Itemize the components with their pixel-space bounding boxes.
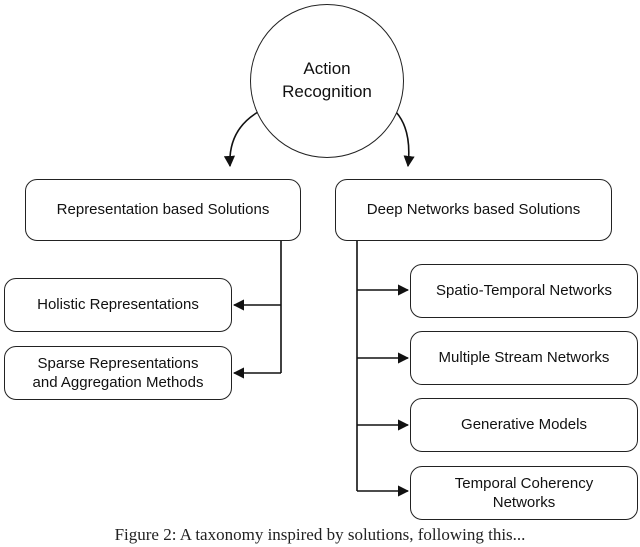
leaf-label: Temporal Coherency Networks <box>454 474 594 512</box>
leaf-spatio-temporal-networks: Spatio-Temporal Networks <box>410 264 638 318</box>
leaf-sparse-representations: Sparse Representations and Aggregation M… <box>4 346 232 400</box>
root-label: Action Recognition <box>282 59 372 101</box>
leaf-label: Generative Models <box>461 416 587 434</box>
category-deep-networks-based-solutions: Deep Networks based Solutions <box>335 179 612 241</box>
leaf-label: Sparse Representations and Aggregation M… <box>32 354 204 392</box>
leaf-temporal-coherency-networks: Temporal Coherency Networks <box>410 466 638 520</box>
category-label: Deep Networks based Solutions <box>366 201 581 219</box>
category-label: Representation based Solutions <box>56 201 270 219</box>
arrow-root-to-deep <box>395 111 415 168</box>
leaf-holistic-representations: Holistic Representations <box>4 278 232 332</box>
figure-caption: Figure 2: A taxonomy inspired by solutio… <box>114 525 526 544</box>
category-representation-based-solutions: Representation based Solutions <box>25 179 301 241</box>
arrow-root-to-representation <box>223 111 259 168</box>
root-node-action-recognition: Action Recognition <box>250 4 404 158</box>
leaf-generative-models: Generative Models <box>410 398 638 452</box>
leaf-label: Spatio-Temporal Networks <box>436 282 612 300</box>
leaf-label: Holistic Representations <box>37 296 199 314</box>
leaf-label: Multiple Stream Networks <box>438 349 610 367</box>
leaf-multiple-stream-networks: Multiple Stream Networks <box>410 331 638 385</box>
